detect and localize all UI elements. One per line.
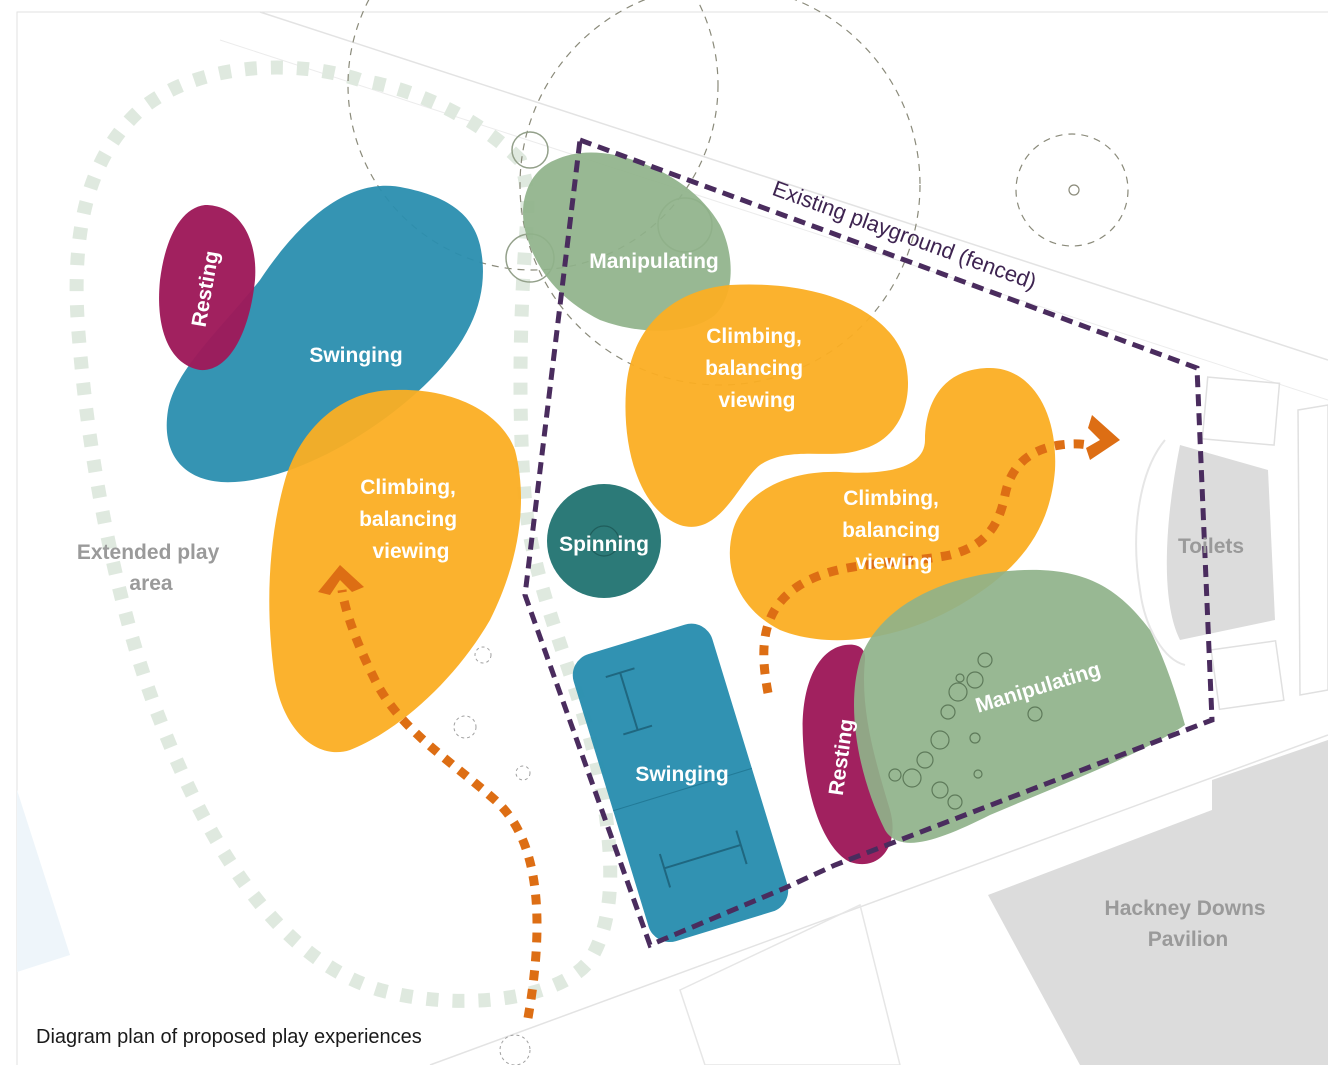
path-edge-north xyxy=(259,11,1328,361)
label-climbing-east-line-2: balancing xyxy=(842,519,940,542)
spinning-inner-ring xyxy=(588,525,620,557)
label-climbing-north-line-1: Climbing, xyxy=(706,325,802,348)
label-swinging-south: Swinging xyxy=(635,763,728,786)
tree-canopy-1 xyxy=(347,0,719,271)
zone-swinging-west xyxy=(166,185,483,483)
label-climbing-west: Climbing, balancing viewing xyxy=(359,476,463,563)
arrowhead-west xyxy=(318,565,364,595)
label-climbing-west-line-1: Climbing, xyxy=(360,476,456,499)
tree-trunk-1 xyxy=(511,131,549,169)
label-pavilion: Hackney Downs Pavilion xyxy=(1105,897,1272,951)
zone-climbing-north xyxy=(625,284,908,527)
zone-resting-west xyxy=(159,205,256,371)
route-arrows xyxy=(318,415,1120,1019)
label-climbing-west-line-2: balancing xyxy=(359,508,457,531)
zone-climbing-east xyxy=(729,368,1056,641)
label-pavilion-line-1: Hackney Downs xyxy=(1105,897,1266,920)
label-manipulating-north: Manipulating xyxy=(589,250,719,273)
paving-block-2 xyxy=(1210,639,1285,711)
zone-manipulating-south xyxy=(854,569,1185,843)
zone-climbing-west xyxy=(269,389,522,753)
toilets-outline xyxy=(1135,439,1186,666)
label-extended-play-area-line-2: area xyxy=(129,572,173,595)
small-dashed-markers xyxy=(453,646,531,1065)
path-edge-north-inner xyxy=(219,39,1328,401)
route-arrow-west xyxy=(337,589,542,1019)
diagram-caption: Diagram plan of proposed play experience… xyxy=(36,1026,422,1048)
arrowhead-east xyxy=(1086,415,1120,460)
paving-block-3 xyxy=(1297,404,1328,696)
label-climbing-east-line-3: viewing xyxy=(855,551,932,574)
label-climbing-west-line-3: viewing xyxy=(372,540,449,563)
pool-edge xyxy=(17,790,70,972)
zone-resting-south xyxy=(802,644,893,865)
label-spinning: Spinning xyxy=(559,533,649,556)
zone-manipulating-north xyxy=(523,152,731,331)
label-climbing-east: Climbing, balancing viewing xyxy=(842,487,946,574)
toilets-building xyxy=(1166,445,1275,640)
pavilion-building xyxy=(988,740,1328,1065)
building-outline xyxy=(679,903,901,1065)
route-arrow-east xyxy=(759,439,1094,694)
base-map xyxy=(17,11,1328,1065)
tree-canopy-3 xyxy=(1015,133,1129,247)
label-pavilion-line-2: Pavilion xyxy=(1148,928,1229,951)
label-toilets: Toilets xyxy=(1178,535,1244,558)
label-climbing-north: Climbing, balancing viewing xyxy=(705,325,809,412)
tree-trunk-small xyxy=(1068,184,1080,196)
zone-swinging-south xyxy=(572,623,789,943)
label-climbing-east-line-1: Climbing, xyxy=(843,487,939,510)
paving-block xyxy=(1201,376,1281,446)
existing-playground-fence xyxy=(522,136,1215,949)
zones xyxy=(159,152,1185,943)
path-edge-south xyxy=(429,734,1328,1065)
label-swinging-west: Swinging xyxy=(309,344,402,367)
label-extended-play-area-line-1: Extended play xyxy=(77,541,220,564)
label-climbing-north-line-2: balancing xyxy=(705,357,803,380)
label-climbing-north-line-3: viewing xyxy=(718,389,795,412)
zone-spinning xyxy=(547,484,661,598)
rocks xyxy=(888,652,1043,810)
extended-play-area-boundary xyxy=(69,60,618,1008)
label-extended-play-area: Extended play area xyxy=(77,541,225,595)
